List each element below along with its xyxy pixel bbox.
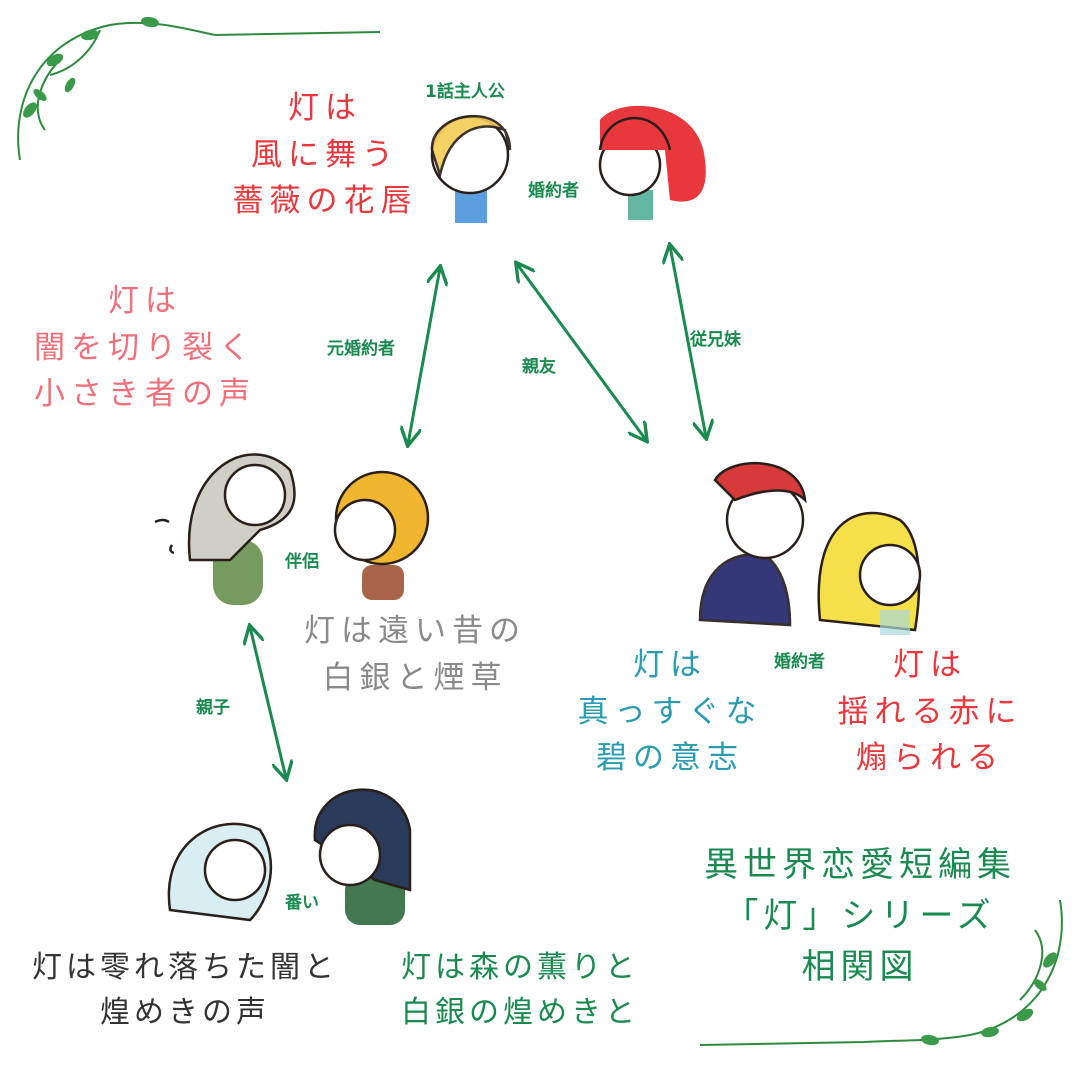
- label-mate: 番い: [285, 893, 319, 913]
- arrow-cousins: [670, 246, 706, 437]
- title-line: 相関図: [801, 947, 919, 987]
- phrase-line: 白銀と煙草: [322, 659, 508, 696]
- character-dark-hair: [313, 788, 412, 925]
- character-fiancee-red: [598, 105, 706, 220]
- phrase-line: 小さき者の声: [34, 376, 256, 412]
- phrase-right-red: 灯は 揺れる赤に 煽られる: [830, 642, 1030, 782]
- title-line: 異世界恋愛短編集: [704, 845, 1016, 885]
- phrase-line: 闇を切り裂く: [34, 329, 256, 366]
- phrase-line: 煽られる: [856, 740, 1004, 776]
- phrase-line: 碧の意志: [596, 740, 744, 776]
- phrase-line: 灯は: [893, 647, 967, 683]
- label-protagonist: 1話主人公: [425, 82, 505, 102]
- label-ex-fiance: 元婚約者: [327, 339, 395, 359]
- arrow-parent-child: [250, 627, 286, 778]
- label-best-friend: 親友: [522, 357, 556, 377]
- phrase-line: 白銀の煌めきと: [401, 995, 639, 1030]
- phrase-line: 揺れる赤に: [837, 693, 1023, 730]
- phrase-line: 煌めきの声: [100, 995, 270, 1030]
- phrase-middle: 灯は遠い昔の 白銀と煙草: [295, 608, 535, 701]
- chart-title: 異世界恋愛短編集 「灯」シリーズ 相関図: [680, 840, 1040, 993]
- character-blonde-long-hair: [817, 511, 922, 635]
- phrase-line: 灯は: [633, 647, 707, 683]
- phrase-left: 灯は 闇を切り裂く 小さき者の声: [25, 278, 265, 418]
- character-protagonist: [430, 115, 512, 223]
- character-braid-girl: [333, 470, 430, 600]
- phrase-line: 風に舞う: [251, 136, 399, 173]
- label-parent-child: 親子: [196, 698, 230, 718]
- phrase-line: 灯は遠い昔の: [304, 613, 526, 649]
- phrase-bottom-dark: 灯は零れ落ちた闇と 煌めきの声: [10, 945, 360, 1035]
- phrase-line: 薔薇の花唇: [232, 183, 418, 219]
- arrow-ex-fiance: [408, 268, 440, 444]
- phrase-top: 灯は 風に舞う 薔薇の花唇: [225, 85, 425, 225]
- phrase-right-blue: 灯は 真っすぐな 碧の意志: [570, 642, 770, 782]
- character-white-hair-elf: [167, 822, 273, 922]
- character-red-hair-man: [698, 462, 807, 627]
- phrase-line: 灯は: [108, 283, 182, 319]
- phrase-bottom-green: 灯は森の薫りと 白銀の煌めきと: [385, 945, 655, 1035]
- label-fiance-top: 婚約者: [528, 181, 579, 201]
- character-elf-grey: [154, 453, 296, 605]
- phrase-line: 灯は森の薫りと: [401, 950, 639, 985]
- label-cousins: 従兄妹: [690, 330, 741, 350]
- label-spouse: 伴侶: [285, 552, 319, 572]
- arrow-best-friend: [517, 264, 646, 440]
- label-fiance-right: 婚約者: [774, 652, 825, 672]
- phrase-line: 灯は零れ落ちた闇と: [32, 950, 338, 985]
- phrase-line: 灯は: [288, 90, 362, 126]
- phrase-line: 真っすぐな: [577, 693, 763, 730]
- title-line: 「灯」シリーズ: [724, 896, 996, 936]
